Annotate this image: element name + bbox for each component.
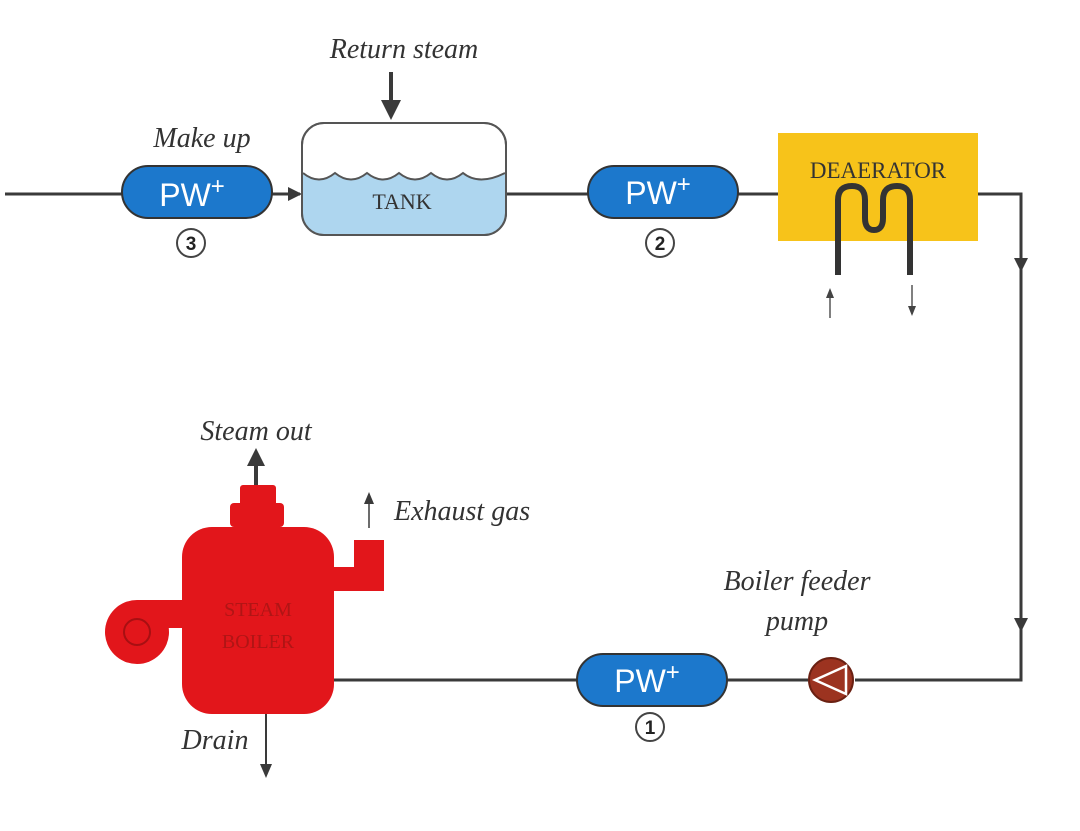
pw-3-sup: + bbox=[211, 173, 225, 200]
pw-unit-1: PW+ 1 bbox=[576, 653, 728, 742]
pw-1-number: 1 bbox=[645, 718, 656, 739]
pw-unit-2: PW+ 2 bbox=[587, 165, 739, 258]
steam-boiler: STEAM BOILER bbox=[105, 485, 384, 714]
pw-2-label: PW bbox=[625, 175, 677, 211]
steam-boiler-label-1: STEAM bbox=[224, 599, 292, 621]
tank: TANK bbox=[301, 122, 507, 236]
flow-arrows bbox=[288, 187, 1028, 632]
steam-out-arrow bbox=[247, 448, 265, 485]
pw-1-label: PW bbox=[614, 663, 666, 699]
pw-unit-3: PW+ 3 bbox=[121, 165, 273, 258]
pw-2-number: 2 bbox=[655, 234, 666, 255]
svg-text:PW+: PW+ bbox=[614, 659, 680, 699]
pw-3-number: 3 bbox=[186, 234, 197, 255]
arrow-into-tank bbox=[288, 187, 302, 201]
pw-2-sup: + bbox=[677, 171, 691, 198]
heating-coil-icon bbox=[835, 183, 913, 275]
arrow-down-upper bbox=[1014, 258, 1028, 272]
boiler-feeder-label-2: pump bbox=[764, 606, 828, 637]
pipe-deaerator-return bbox=[855, 192, 1023, 682]
make-up-label: Make up bbox=[152, 123, 250, 154]
deaerator-label: DEAERATOR bbox=[810, 158, 947, 183]
svg-text:PW+: PW+ bbox=[159, 173, 225, 213]
drain-label: Drain bbox=[181, 725, 249, 756]
coil-out-arrow-icon bbox=[908, 306, 916, 316]
pw-1-sup: + bbox=[666, 659, 680, 686]
boiler-feeder-label-1: Boiler feeder bbox=[724, 566, 871, 597]
pw-3-label: PW bbox=[159, 177, 211, 213]
pump-triangle-icon bbox=[811, 664, 848, 696]
boiler-feeder-pump bbox=[808, 657, 854, 703]
tank-label: TANK bbox=[372, 189, 431, 214]
pipes bbox=[5, 192, 1023, 682]
drain-arrow bbox=[260, 714, 272, 778]
steam-boiler-label-2: BOILER bbox=[222, 631, 295, 653]
steam-out-label: Steam out bbox=[200, 416, 312, 447]
return-steam-label: Return steam bbox=[329, 34, 479, 65]
svg-text:PW+: PW+ bbox=[625, 171, 691, 211]
exhaust-gas-arrow bbox=[364, 492, 374, 528]
coil-in-arrow-icon bbox=[826, 288, 834, 298]
arrow-down-lower bbox=[1014, 618, 1028, 632]
deaerator: DEAERATOR bbox=[778, 133, 978, 318]
return-steam-arrow bbox=[381, 72, 401, 120]
exhaust-gas-label: Exhaust gas bbox=[393, 496, 530, 527]
